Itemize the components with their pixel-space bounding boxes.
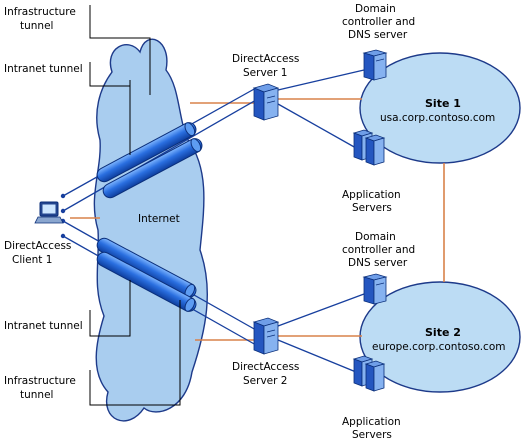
infra-tunnel-bottom-line1: Infrastructure: [4, 375, 76, 387]
server-2-dc-line: [277, 293, 365, 327]
site-1-name: Site 1: [425, 97, 461, 110]
site-2-ellipse: [359, 281, 521, 393]
site-2-domain: europe.corp.contoso.com: [372, 341, 505, 353]
intranet-tunnel-upper-inner: [102, 138, 203, 199]
laptop-icon: [34, 201, 64, 224]
infra-tunnel-top-line1: Infrastructure: [4, 6, 76, 18]
server-2-app-line: [277, 339, 357, 373]
app-servers-1-line1: Application: [342, 189, 401, 201]
tunnel-endpoints: [60, 193, 66, 239]
infra-tunnel-bottom-line2: tunnel: [20, 389, 53, 401]
intranet-tunnel-bottom-callout: [89, 280, 131, 337]
internet-label: Internet: [138, 213, 180, 225]
endpoint-dot: [60, 208, 66, 214]
infra-tunnel-top-line2: tunnel: [20, 20, 53, 32]
dc-dns-2-line1: Domain: [355, 231, 396, 243]
dc-dns-1-line3: DNS server: [348, 29, 408, 41]
client-label-line2: Client 1: [12, 254, 52, 266]
infra-tunnel-bottom-callout: [89, 300, 181, 406]
site-1-domain: usa.corp.contoso.com: [380, 112, 495, 124]
da-server-2-label-line1: DirectAccess: [232, 361, 299, 373]
site-2-name: Site 2: [425, 326, 461, 339]
server-pair-icon: [352, 129, 386, 166]
da-server-1-label-line1: DirectAccess: [232, 53, 299, 65]
server-pair-icon: [352, 355, 386, 392]
app-servers-2-line1: Application: [342, 416, 401, 428]
client-tunnel-line-2: [62, 99, 257, 212]
intranet-tunnel-top-callout: [89, 62, 131, 155]
intranet-tunnel-upper-outer: [96, 122, 197, 183]
dc-dns-2-line3: DNS server: [348, 257, 408, 269]
dc-dns-1-line1: Domain: [355, 3, 396, 15]
infra-tunnel-top-callout: [89, 5, 151, 95]
app-servers-1-line2: Servers: [352, 202, 392, 214]
server-1-app-line: [277, 103, 357, 149]
server-tower-icon: [252, 83, 280, 121]
intranet-tunnel-lower-inner: [96, 251, 197, 312]
dc-dns-1-line2: controller and: [342, 16, 415, 28]
da-server-1-label-line2: Server 1: [243, 67, 287, 79]
callout-lines: [89, 5, 181, 406]
intranet-tunnel-bottom-label: Intranet tunnel: [4, 320, 83, 332]
client-label-line1: DirectAccess: [4, 240, 71, 252]
tunnels-lower: [96, 237, 197, 312]
intranet-tunnel-top-label: Intranet tunnel: [4, 63, 83, 75]
endpoint-dot: [60, 193, 66, 199]
server-1-dc-line: [277, 69, 365, 91]
da-server-2-label-line2: Server 2: [243, 375, 287, 387]
server-tower-icon: [252, 317, 280, 355]
site-1-ellipse: [359, 52, 521, 164]
server-tower-icon: [362, 273, 388, 305]
tunnels-upper: [96, 122, 203, 199]
app-servers-2-line2: Servers: [352, 429, 392, 441]
internet-cloud: [93, 38, 208, 422]
dc-dns-2-line2: controller and: [342, 244, 415, 256]
endpoint-dot: [60, 233, 66, 239]
server-tower-icon: [362, 49, 388, 81]
